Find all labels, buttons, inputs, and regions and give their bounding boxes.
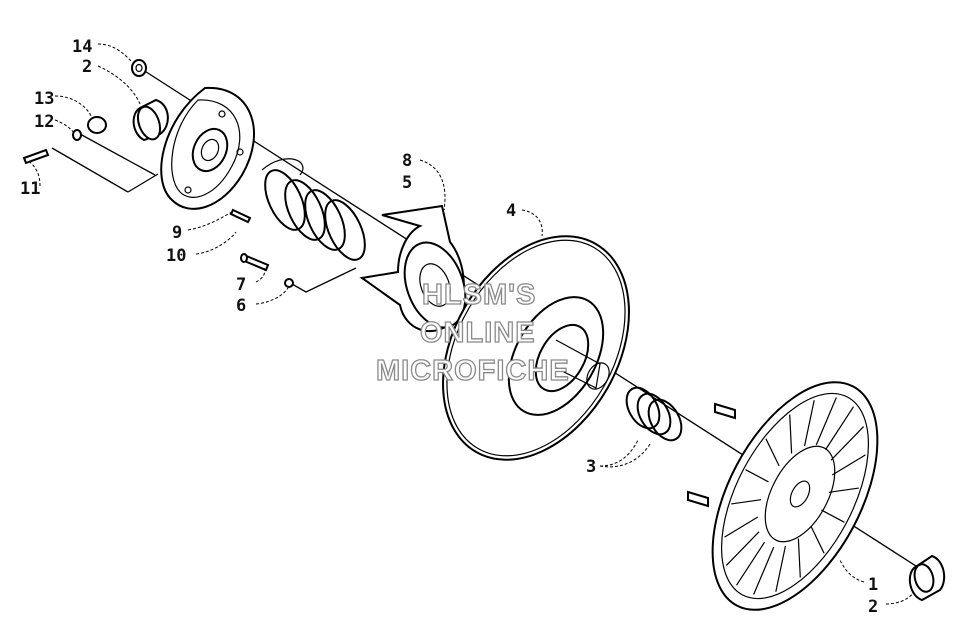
sheave-rib [810,525,825,554]
sheave-rib [735,541,766,586]
sheave-rib [821,509,845,523]
sheave-rib [765,438,780,467]
pin-axis-line [51,147,129,193]
callout-10: 10 [166,246,186,266]
sheave-rib [803,400,815,447]
part-2-bushing-lower [908,554,946,602]
sheave-rib [828,487,859,493]
callout-4: 4 [506,201,516,221]
sheave-rib [830,426,865,461]
callout-14: 14 [72,37,92,57]
leader-1 [839,559,865,583]
sheave-rib [725,531,760,566]
callout-2-lower: 2 [868,597,878,617]
watermark-line-1: HLSM'S [422,279,536,311]
part-4-movable-sheave [442,235,630,461]
watermark: HLSM'S ONLINE MICROFICHE [375,278,570,387]
callout-2-upper: 2 [82,57,92,77]
sheave-rib [753,546,775,595]
callout-13: 13 [34,89,54,109]
leader-14 [97,43,133,63]
sheave-rib [797,538,801,578]
leader-9 [187,211,233,231]
sheave-rib [775,545,787,592]
callout-12: 12 [34,112,54,132]
part-2-bushing-upper [132,98,169,142]
callout-9: 9 [172,223,182,243]
part-13-roller [87,116,107,134]
callout-8: 8 [402,151,412,171]
part-3-spring [625,386,683,442]
leader-11 [29,161,41,187]
sheave-rib [824,406,855,451]
sheave-rib [724,516,759,538]
leader-12 [54,119,75,134]
sheave-rib [831,454,866,476]
leader-6 [255,287,289,305]
leader-8-5 [419,159,446,211]
part-8-spring [261,158,366,261]
sheave-rib [815,397,837,446]
roller-axis-line [79,133,156,176]
leader-2b [885,591,915,605]
callout-11: 11 [20,179,40,199]
sheave-rib [731,499,762,505]
callout-1: 1 [868,575,878,595]
leader-13 [54,95,93,119]
callout-6: 6 [236,296,246,316]
sheave-rib [745,469,769,483]
part-5-cam [359,204,467,332]
leader-10 [195,231,237,255]
callout-5: 5 [402,173,412,193]
pin-connector-line [127,173,159,193]
callout-3: 3 [586,457,596,477]
part-14-nut [131,59,147,77]
part-12-washer [72,129,82,141]
part-1-fixed-sheave [687,381,879,611]
part-6-nut [284,278,294,288]
leader-4 [521,209,543,237]
watermark-line-2: ONLINE [420,317,536,349]
leader-7 [255,267,266,283]
part-10-roll-pin [229,208,252,224]
part-11-pin [22,148,50,165]
callout-7: 7 [236,275,246,295]
sheave-rib [789,414,793,454]
part-7-screw [240,253,270,272]
watermark-line-3: MICROFICHE [376,355,570,387]
leader-3 [599,439,651,468]
part-9-retainer-plate [160,86,255,210]
leader-2a [97,65,141,105]
screw-connector-line [291,267,357,293]
